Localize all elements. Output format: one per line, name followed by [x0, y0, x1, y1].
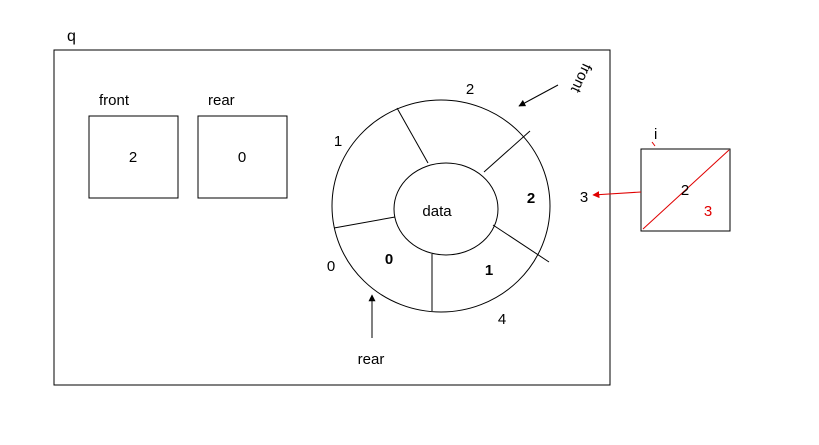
- slot-divider: [333, 216, 396, 229]
- queue-object-box: [53, 49, 611, 386]
- rear-field-value: 0: [238, 149, 246, 166]
- slot-divider: [483, 130, 531, 173]
- ring-index-label: 4: [498, 311, 506, 328]
- front-pointer-arrow: [518, 84, 559, 107]
- front-field-box: [88, 115, 179, 199]
- rear-field-label: rear: [208, 92, 235, 109]
- slot-value-2: 2: [527, 190, 535, 207]
- iterator-name-label: i: [654, 126, 657, 143]
- front-field-label: front: [99, 92, 130, 109]
- iterator-new-value: 3: [704, 203, 712, 220]
- ring-center-label: data: [422, 203, 452, 220]
- iterator-pointer-arrow: [592, 191, 642, 199]
- ring-index-label: 3: [580, 189, 588, 206]
- slot-value-0: 0: [385, 251, 393, 268]
- slot-divider: [492, 224, 550, 263]
- ring-outer: [331, 99, 551, 313]
- ring-inner: [393, 162, 499, 256]
- iterator-box: [640, 148, 731, 232]
- front-pointer-label: front: [567, 61, 595, 96]
- ring-index-label: 1: [334, 133, 342, 150]
- rear-pointer-label: rear: [358, 351, 385, 368]
- iterator-old-value: 2: [681, 182, 689, 199]
- rear-field-box: [197, 115, 288, 199]
- iterator-name-mark: [651, 141, 656, 147]
- queue-name-label: q: [67, 28, 76, 45]
- slot-divider: [396, 107, 429, 164]
- iterator-strikethrough: [642, 149, 730, 230]
- ring-index-label: 2: [466, 81, 474, 98]
- front-field-value: 2: [129, 149, 137, 166]
- slot-value-1: 1: [485, 262, 493, 279]
- ring-index-label: 0: [327, 258, 335, 275]
